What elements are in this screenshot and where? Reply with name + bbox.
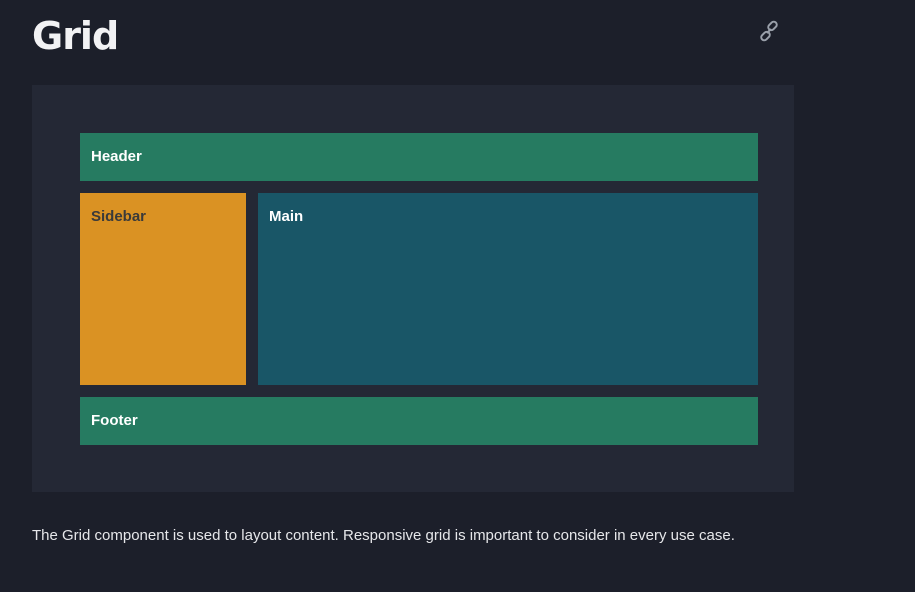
grid-area-header: Header <box>80 133 758 181</box>
grid-area-sidebar: Sidebar <box>80 193 246 385</box>
grid-area-footer-label: Footer <box>91 412 138 429</box>
grid-layout: Header Sidebar Main Footer <box>80 133 758 445</box>
grid-area-main-label: Main <box>269 208 304 225</box>
grid-area-header-label: Header <box>91 148 142 165</box>
grid-area-main: Main <box>258 193 758 385</box>
grid-area-footer: Footer <box>80 397 758 445</box>
grid-demo-panel: Header Sidebar Main Footer <box>32 85 794 492</box>
page-title: Grid <box>32 14 119 58</box>
grid-area-sidebar-label: Sidebar <box>91 208 147 225</box>
link-icon[interactable] <box>757 19 781 43</box>
page-description: The Grid component is used to layout con… <box>32 527 735 544</box>
